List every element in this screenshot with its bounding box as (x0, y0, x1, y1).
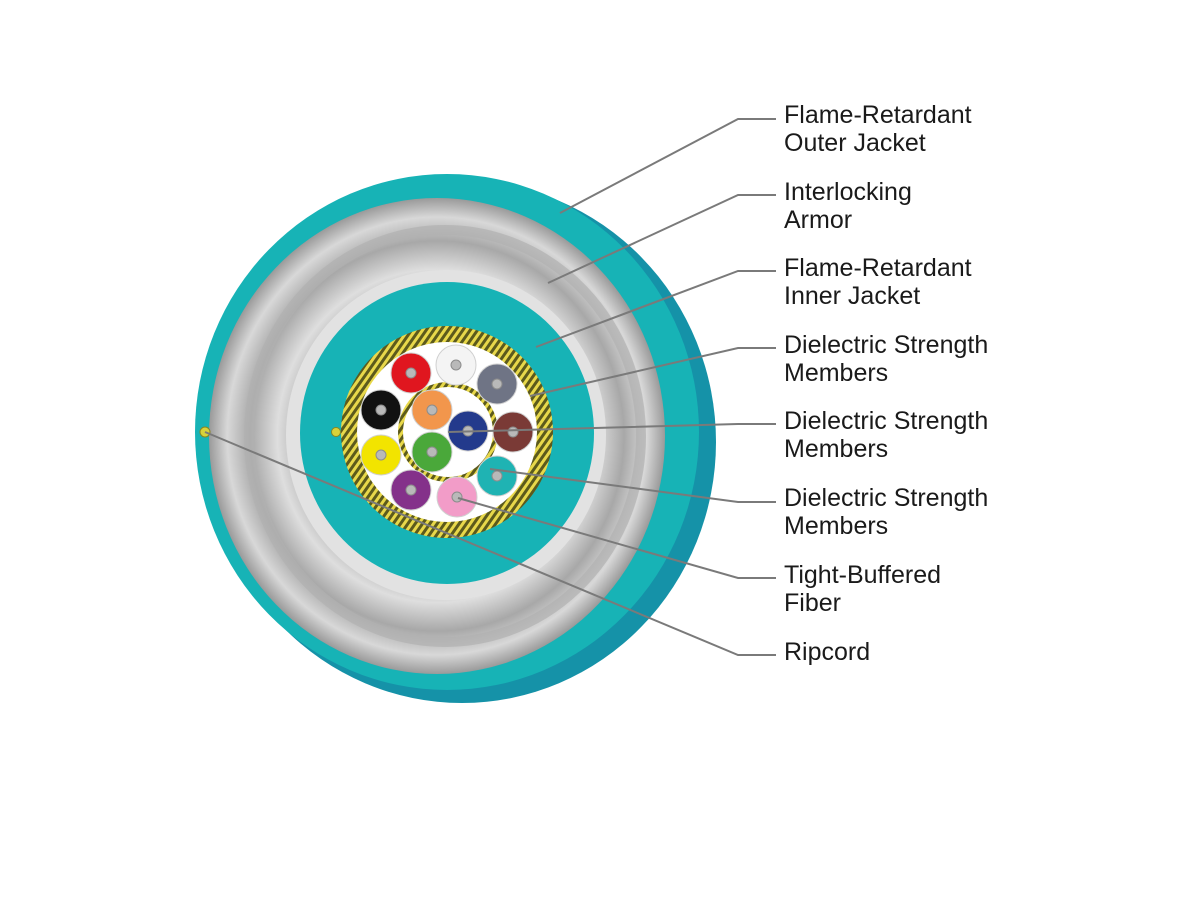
leader-strength-1 (529, 347, 776, 397)
fiber-core-8 (375, 449, 387, 461)
leader-lines (204, 118, 776, 656)
fiber-core-1 (405, 367, 417, 379)
leader-outer-jacket (559, 118, 776, 214)
leader-armor (547, 194, 776, 284)
leader-strength-2 (447, 423, 776, 433)
fiber-core-12 (426, 446, 438, 458)
fiber-core-7 (405, 484, 417, 496)
fiber-core-10 (426, 404, 438, 416)
label-ripcord: Ripcord (784, 638, 871, 666)
fiber-core-6 (451, 491, 463, 503)
ripcord-inner (331, 427, 341, 437)
fiber-core-9 (375, 404, 387, 416)
armor-groove (244, 225, 646, 647)
fiber-core-4 (507, 426, 519, 438)
fiber-core-3 (491, 378, 503, 390)
leader-strength-3 (489, 468, 776, 503)
leader-ripcord (204, 431, 776, 656)
leader-inner-jacket (535, 270, 776, 348)
fiber-core-2 (450, 359, 462, 371)
leader-tight-buffered (457, 497, 776, 579)
fiber-core-5 (491, 470, 503, 482)
tight-buffered-fibers (360, 344, 534, 518)
